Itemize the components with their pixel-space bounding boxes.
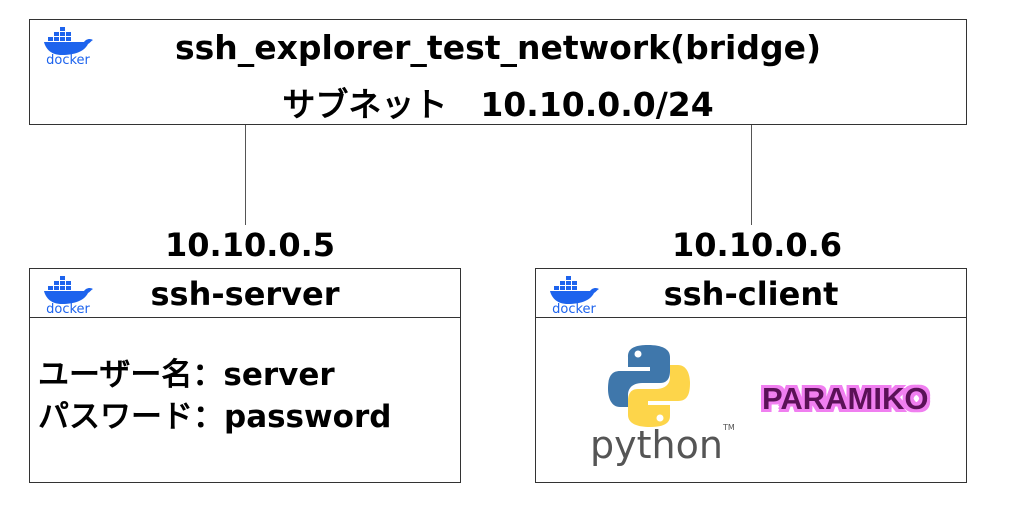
server-username: ユーザー名：server [38, 357, 335, 393]
client-name: ssh-client [663, 275, 839, 313]
python-trademark: TM [722, 423, 735, 432]
docker-logo-text: docker [46, 53, 90, 68]
network-box: docker ssh_explorer_test_network(bridge)… [29, 19, 967, 125]
network-subnet: サブネット 10.10.0.0/24 [282, 85, 714, 124]
paramiko-logo: PARAMIKO [762, 381, 929, 416]
docker-logo: docker [40, 26, 96, 70]
python-wordmark: python [590, 423, 723, 467]
docker-whale-icon [44, 27, 93, 55]
client-ip-label: 10.10.0.6 [672, 226, 843, 264]
server-password: パスワード：password [38, 399, 392, 435]
network-name: ssh_explorer_test_network(bridge) [174, 28, 822, 67]
server-box: docker ssh-server ユーザー名：server パスワード：pas… [29, 268, 461, 483]
docker-logo: docker [546, 275, 602, 319]
python-logo: pythonTM [590, 337, 735, 467]
client-box: docker ssh-client pythonTM PARAMIKO [535, 268, 967, 483]
server-ip-label: 10.10.0.5 [165, 226, 336, 264]
server-divider [30, 317, 460, 318]
client-connector-line [751, 125, 752, 225]
docker-whale-icon [550, 276, 599, 304]
docker-logo-text: docker [46, 302, 90, 317]
client-divider [536, 317, 966, 318]
server-connector-line [245, 125, 246, 225]
server-name: ssh-server [150, 275, 340, 313]
python-snakes-icon [608, 345, 690, 427]
docker-logo: docker [40, 275, 96, 319]
docker-logo-text: docker [552, 302, 596, 317]
docker-whale-icon [44, 276, 93, 304]
